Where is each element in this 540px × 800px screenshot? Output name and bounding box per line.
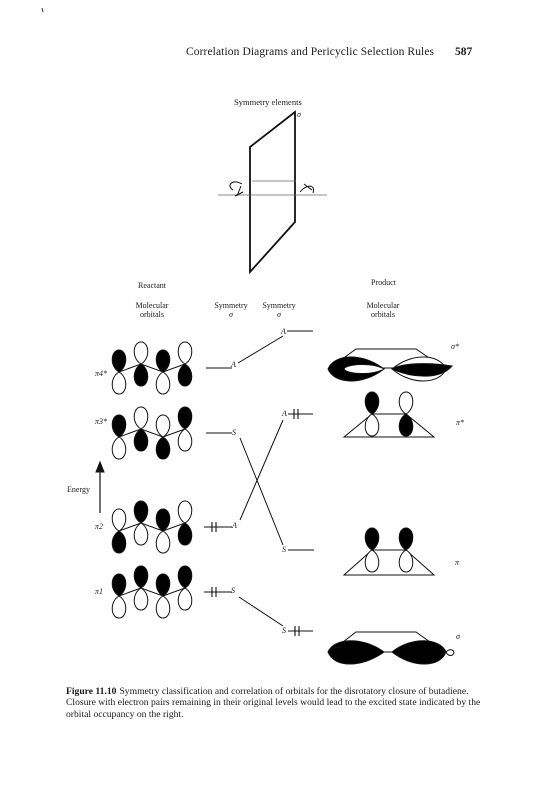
reactant-orbital-pi1 <box>111 565 193 619</box>
symmetry-left-heading: Symmetry <box>214 301 248 310</box>
symmetry-left-sigma: σ <box>229 310 233 319</box>
stray-mark <box>41 7 44 13</box>
reactant-sym-pi1: S <box>231 586 235 595</box>
rotation-arrow-left <box>229 181 243 191</box>
product-orbital-sigma <box>327 631 455 665</box>
running-header: Correlation Diagrams and Pericyclic Sele… <box>186 46 435 58</box>
p-lobe-bottom <box>177 587 193 611</box>
p-lobe-top <box>133 341 149 365</box>
p-lobe-top <box>155 349 171 373</box>
p-lobe-bottom <box>133 428 149 452</box>
product-orbital-label-pi: π <box>455 558 460 567</box>
product-orbitals <box>327 348 455 665</box>
reactant-sym-pi4: A <box>231 360 236 369</box>
symmetry-elements-title: Symmetry elements <box>234 97 302 107</box>
p-lobe-top <box>155 508 171 532</box>
symmetry-right-sigma: σ <box>277 310 281 319</box>
symmetry-right-heading: Symmetry <box>262 301 296 310</box>
mirror-plane-label: σ <box>297 110 301 119</box>
rotation-arrow-right <box>299 185 315 194</box>
product-mo-heading-2: orbitals <box>371 310 395 319</box>
energy-axis-label: Energy <box>67 485 90 494</box>
reactant-orbital-label-pi3: π3* <box>95 417 108 426</box>
product-sym-pi-star: A <box>282 409 287 418</box>
p-lobe-top <box>111 573 127 597</box>
reactant-heading: Reactant <box>138 281 166 290</box>
correlation-lines <box>204 330 314 636</box>
product-mo-heading-1: Molecular <box>366 301 400 310</box>
reactant-orbital-label-pi1: π1 <box>95 587 104 596</box>
p-lobe-top <box>111 508 127 532</box>
p-lobe-bottom <box>133 587 149 611</box>
p-lobe-bottom <box>155 530 171 554</box>
product-orbital-label-sigma: σ <box>456 632 460 641</box>
product-heading: Product <box>371 278 396 287</box>
p-lobe-top <box>133 500 149 524</box>
p-lobe-bottom <box>155 436 171 460</box>
p-lobe-bottom <box>155 595 171 619</box>
p-lobe-bottom <box>111 436 127 460</box>
p-lobe-bottom <box>111 595 127 619</box>
reactant-orbital-pi4 <box>111 341 193 395</box>
p-lobe-top <box>177 565 193 589</box>
corr-pi3-pi <box>239 437 284 546</box>
p-lobe-top <box>111 414 127 438</box>
reactant-orbital-pi2 <box>111 500 193 554</box>
reactant-sym-pi3: S <box>232 428 236 437</box>
p-lobe-bottom <box>177 522 193 546</box>
electron-pairs <box>211 409 300 636</box>
mirror-plane <box>249 110 296 275</box>
reactant-mo-heading-1: Molecular <box>135 301 169 310</box>
reactant-orbitals <box>111 341 193 619</box>
corr-pi2-pi-star <box>239 419 284 521</box>
reactant-mo-heading-2: orbitals <box>140 310 164 319</box>
page-number: 587 <box>455 46 473 58</box>
p-lobe-top <box>133 406 149 430</box>
product-orbital-sigma-star <box>327 348 453 382</box>
reactant-sym-pi2: A <box>232 521 237 530</box>
caption-text: Symmetry classification and correlation … <box>66 686 481 720</box>
p-lobe-top <box>111 349 127 373</box>
p-lobe-bottom <box>133 363 149 387</box>
p-lobe-top <box>155 573 171 597</box>
product-sym-sigma-star: A <box>281 327 286 336</box>
p-lobe-bottom <box>111 371 127 395</box>
product-orbital-label-pi-star: π* <box>456 418 465 427</box>
p-lobe-bottom <box>177 428 193 452</box>
product-orbital-pi-star <box>342 391 436 438</box>
p-lobe-bottom <box>177 363 193 387</box>
corr-pi4-sigma-star <box>237 335 284 364</box>
p-lobe-bottom <box>155 371 171 395</box>
reactant-orbital-label-pi2: π2 <box>95 522 104 531</box>
product-sym-pi: S <box>282 545 286 554</box>
product-orbital-pi <box>342 527 436 576</box>
figure-label: Figure 11.10 <box>66 686 117 697</box>
mirror-plane-drawing <box>218 110 327 275</box>
energy-axis <box>95 460 105 513</box>
p-lobe-bottom <box>133 522 149 546</box>
product-sym-sigma: S <box>282 626 286 635</box>
reactant-orbital-label-pi4: π4* <box>95 369 108 378</box>
p-lobe-top <box>133 565 149 589</box>
p-lobe-top <box>177 341 193 365</box>
reactant-orbital-pi3 <box>111 406 193 460</box>
p-lobe-bottom <box>111 530 127 554</box>
corr-pi1-sigma <box>238 596 284 627</box>
p-lobe-top <box>177 406 193 430</box>
p-lobe-top <box>177 500 193 524</box>
product-orbital-label-sigma-star: σ* <box>451 342 459 351</box>
p-lobe-top <box>155 414 171 438</box>
